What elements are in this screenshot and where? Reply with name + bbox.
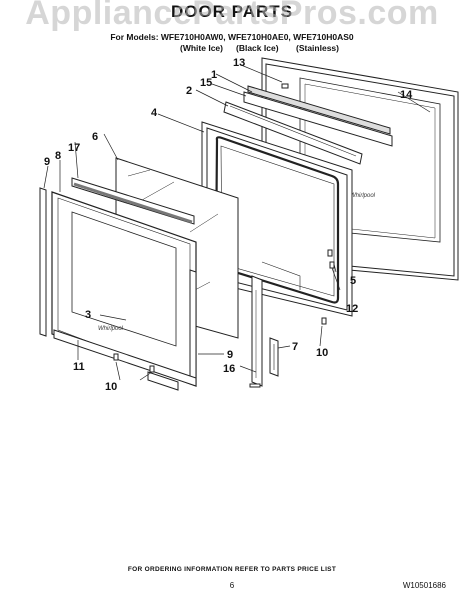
callout-9-left: 9	[44, 156, 50, 168]
callout-13: 13	[233, 57, 245, 69]
hinge-rod	[261, 261, 301, 290]
door-hinge	[269, 337, 279, 377]
leader-lines	[43, 64, 431, 381]
callout-14: 14	[400, 89, 413, 101]
panel-badge: Whirlpool	[350, 193, 376, 199]
callout-2: 2	[186, 85, 192, 97]
callout-7: 7	[292, 341, 298, 353]
variant-black: (Black Ice)	[236, 43, 279, 53]
callout-4: 4	[151, 107, 158, 119]
door-badge: Whirlpool	[98, 326, 124, 332]
callout-16: 16	[223, 363, 235, 375]
bottom-trim	[53, 329, 197, 387]
page-title: DOOR PARTS	[170, 2, 294, 21]
callout-1: 1	[211, 69, 217, 81]
callout-12: 12	[346, 303, 358, 315]
callout-17: 17	[68, 142, 80, 154]
side-trim-left	[39, 187, 47, 337]
callout-5: 5	[350, 275, 356, 287]
door-trim	[223, 85, 393, 165]
callout-15: 15	[200, 77, 212, 89]
ordering-note: FOR ORDERING INFORMATION REFER TO PARTS …	[127, 566, 337, 573]
variant-stainless: (Stainless)	[296, 43, 339, 53]
callout-6: 6	[92, 131, 98, 143]
side-trim-right	[189, 269, 197, 385]
model-list: For Models: WFE710H0AW0, WFE710H0AE0, WF…	[110, 32, 354, 42]
bottom-bracket	[147, 371, 179, 391]
callout-numbers: 13 1 15 2 4 14 6 17 8 9 3 11 10 9 7 16 5…	[44, 57, 413, 393]
callout-10-right: 10	[316, 347, 328, 359]
spacer-bead	[73, 182, 193, 224]
callout-3: 3	[85, 309, 91, 321]
page-number: 6	[229, 581, 235, 590]
callout-11: 11	[73, 361, 85, 373]
callout-10-bottom: 10	[105, 381, 117, 393]
callout-9-right: 9	[227, 349, 233, 361]
callout-8: 8	[55, 150, 61, 162]
document-number: W10501686	[402, 581, 446, 590]
hinge-channel	[249, 275, 263, 388]
variant-white: (White Ice)	[180, 43, 223, 53]
